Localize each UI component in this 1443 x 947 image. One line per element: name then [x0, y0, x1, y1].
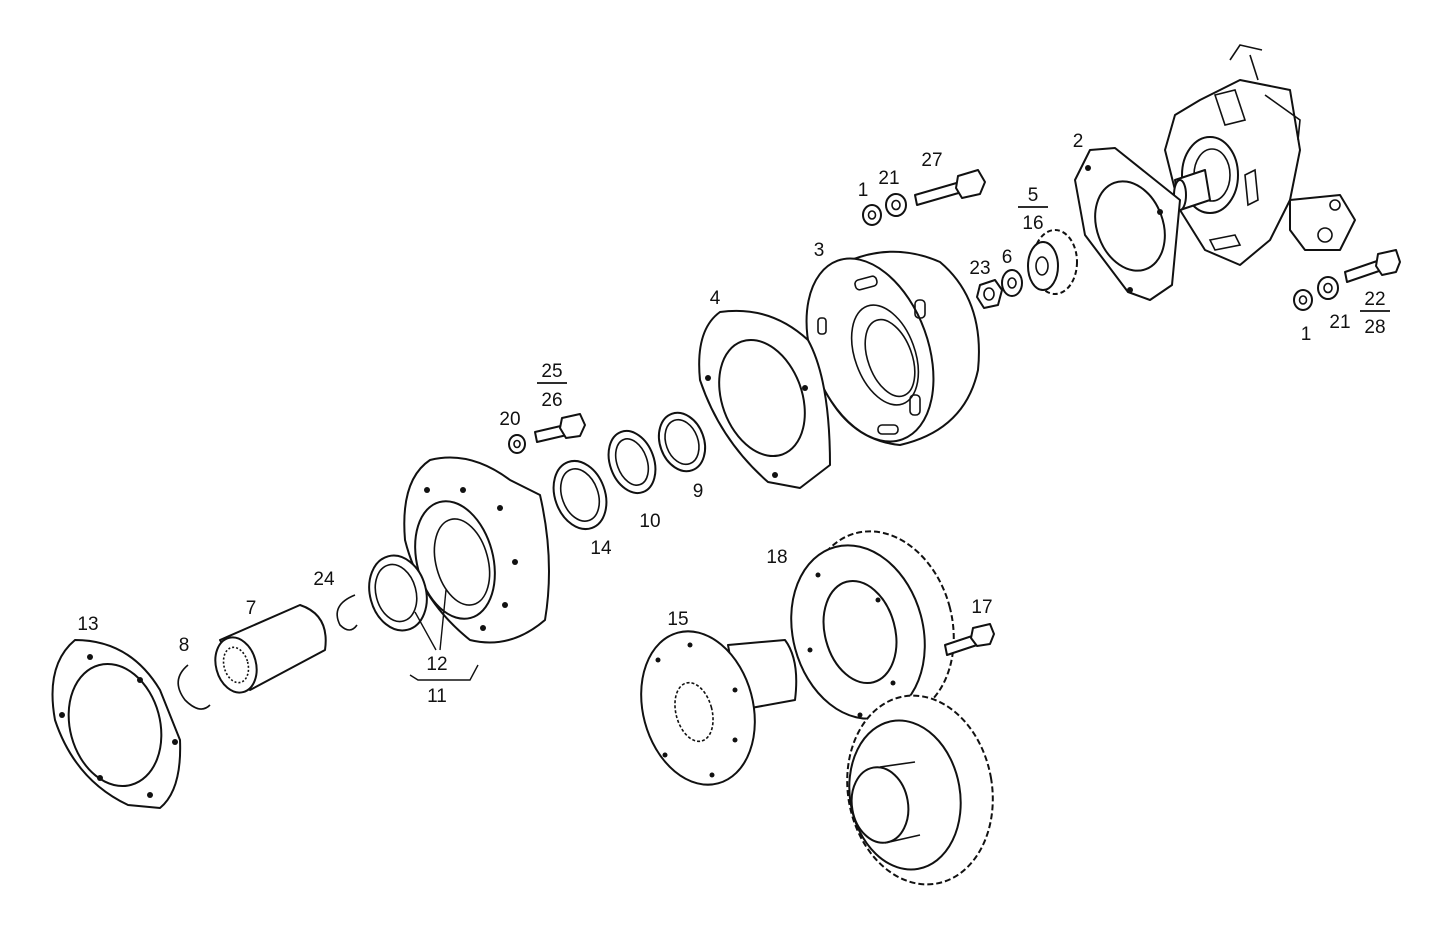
leader-12a [414, 611, 437, 651]
part-24-circlip [336, 594, 358, 631]
callout-18: 18 [766, 547, 787, 568]
part-22-28-bolt [1344, 249, 1401, 283]
part-1-washer-lower [1293, 289, 1313, 311]
leader-12b [439, 589, 447, 651]
part-21-washer-upper [885, 193, 907, 217]
part-25-26-bolt [534, 413, 586, 443]
callout-24: 24 [313, 569, 335, 590]
callout-27: 27 [921, 150, 942, 171]
part-20-washer [508, 434, 526, 454]
callout-5: 5 [1028, 185, 1039, 206]
callout-11: 11 [427, 686, 447, 707]
callout-16: 16 [1022, 213, 1043, 234]
callout-22: 22 [1364, 289, 1385, 310]
part-13-cover-plate [51, 639, 182, 809]
callout-21-lower: 21 [1329, 312, 1350, 333]
part-14-ring [552, 460, 608, 530]
part-1-washer-upper [862, 204, 882, 226]
callout-7: 7 [246, 598, 257, 619]
part-10-seal-ring [607, 430, 657, 494]
callout-6: 6 [1002, 247, 1013, 268]
part-27-bolt [914, 169, 986, 206]
callout-4: 4 [710, 288, 721, 309]
part-12-bearing-cup [368, 554, 428, 632]
callout-14: 14 [590, 538, 612, 559]
part-2-flange-plate [1074, 147, 1181, 301]
bracket-11 [409, 664, 479, 681]
callout-26: 26 [541, 390, 562, 411]
engine-housing-fragment [1164, 44, 1356, 266]
callout-3: 3 [814, 240, 825, 261]
part-7-needle-bearing [214, 604, 327, 694]
callout-8: 8 [179, 635, 190, 656]
lower-gear-assembly [846, 694, 994, 886]
part-17-bolt [944, 623, 995, 656]
callout-1-lower: 1 [1301, 324, 1312, 345]
part-4-gasket-plate [698, 309, 831, 489]
callout-2: 2 [1073, 131, 1084, 152]
callout-21-upper: 21 [878, 168, 899, 189]
part-11-bearing-housing [403, 456, 550, 644]
part-6-washer [1001, 269, 1023, 297]
part-23-nut [976, 279, 1003, 309]
part-8-snap-ring [177, 664, 211, 710]
callout-9: 9 [693, 481, 704, 502]
callout-23: 23 [969, 258, 990, 279]
part-9-snap-ring [657, 411, 707, 473]
callout-10: 10 [639, 511, 660, 532]
callout-15: 15 [667, 609, 688, 630]
callout-17: 17 [971, 597, 992, 618]
callout-28: 28 [1364, 317, 1385, 338]
part-21-washer-lower [1317, 276, 1339, 300]
part-5-small-spur-gear [1027, 229, 1078, 295]
callout-12: 12 [426, 654, 447, 675]
callout-20: 20 [499, 409, 520, 430]
part-3-carrier-housing [805, 250, 980, 446]
callout-25: 25 [541, 361, 562, 382]
callout-1-upper: 1 [858, 180, 869, 201]
part-18-large-gear [790, 530, 955, 720]
callout-13: 13 [77, 614, 98, 635]
part-15-flange-hub [640, 630, 798, 786]
